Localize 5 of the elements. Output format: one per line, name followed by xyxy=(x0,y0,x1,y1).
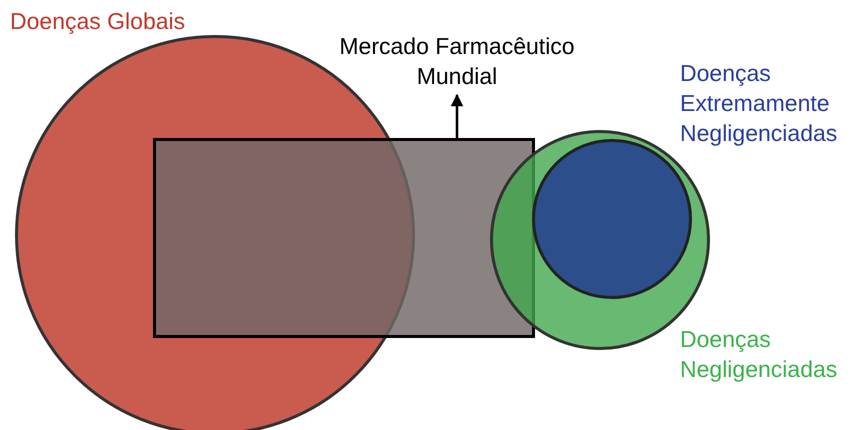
set-label: Doenças Negligenciadas xyxy=(680,325,838,384)
set-label: Doenças Globais xyxy=(10,7,186,36)
set-label: Doenças Extremamente Negligenciadas xyxy=(680,59,838,148)
arrow xyxy=(450,94,464,138)
market-label: Mercado Farmacêutico Mundial xyxy=(338,32,576,91)
